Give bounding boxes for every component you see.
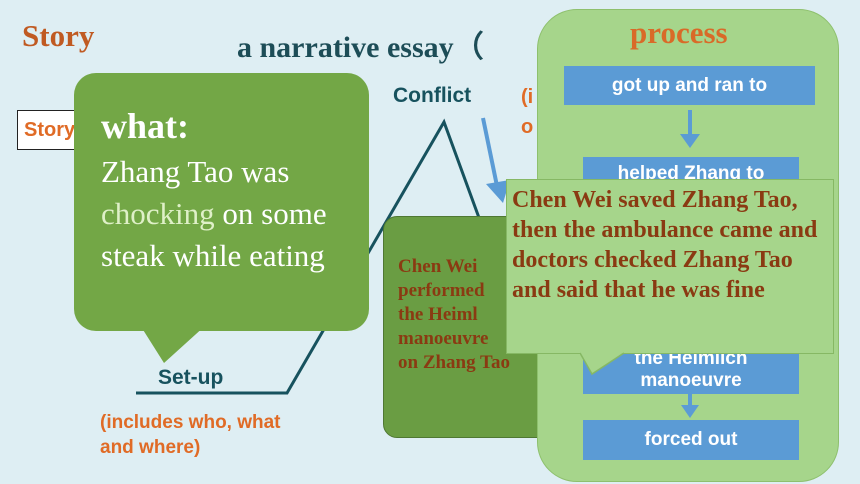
chen-callout	[506, 179, 834, 354]
what-heading: what:	[101, 106, 189, 146]
setup-note: (includes who, what and where)	[100, 412, 281, 458]
what-bubble-tail	[140, 325, 206, 363]
process-title: process	[630, 15, 728, 50]
climax-text: Chen Wei performed the Heiml manoeuvre o…	[398, 256, 510, 373]
slide-subtitle: a narrative essay（	[237, 31, 484, 64]
story-box-label: Story	[24, 119, 76, 141]
chen-callout-text: Chen Wei saved Zhang Tao, then the ambul…	[512, 187, 818, 303]
conflict-arrow-shaft	[481, 117, 499, 187]
conflict-note: (i o	[521, 86, 534, 138]
slide-title: Story	[22, 18, 95, 53]
chen-callout-tail	[580, 352, 625, 376]
process-step-4: forced out	[583, 420, 799, 460]
what-text-highlight: chocking	[101, 196, 215, 231]
process-arrow-1	[680, 110, 700, 148]
conflict-arrow-head	[486, 180, 510, 203]
process-arrow-3	[681, 394, 699, 418]
process-step-1: got up and ran to	[564, 66, 815, 105]
what-text-after: on some steak while eating	[101, 196, 327, 273]
setup-label: Set-up	[158, 366, 224, 389]
what-text-before: Zhang Tao was	[101, 154, 290, 189]
what-text: Zhang Tao was chocking on some steak whi…	[101, 151, 361, 277]
what-bubble	[74, 73, 369, 331]
conflict-label: Conflict	[393, 84, 472, 107]
